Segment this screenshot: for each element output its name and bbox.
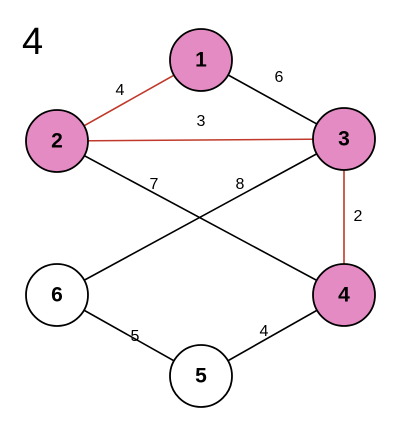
edge-2-3 bbox=[56, 138, 345, 142]
node-label-1: 1 bbox=[195, 49, 207, 72]
edge-weight-6-3: 8 bbox=[236, 176, 245, 193]
node-label-2: 2 bbox=[51, 130, 63, 153]
node-3: 3 bbox=[312, 107, 376, 171]
edge-labels-layer: 4 6 3 7 8 2 5 4 bbox=[116, 69, 363, 345]
nodes-layer: 1 2 3 4 5 6 bbox=[25, 28, 376, 408]
node-label-6: 6 bbox=[51, 284, 63, 307]
node-circle-5 bbox=[169, 344, 233, 408]
node-circle-2 bbox=[25, 109, 89, 173]
edge-weight-2-3: 3 bbox=[197, 113, 206, 130]
edge-weight-3-4: 2 bbox=[354, 208, 363, 225]
edge-weight-2-1: 4 bbox=[116, 82, 125, 99]
edge-weight-2-4: 7 bbox=[150, 176, 159, 193]
node-circle-3 bbox=[312, 107, 376, 171]
node-5: 5 bbox=[169, 344, 233, 408]
edge-weight-6-5: 5 bbox=[131, 328, 140, 345]
diagram-title: 4 bbox=[22, 21, 43, 63]
edge-6-3 bbox=[56, 138, 345, 296]
node-6: 6 bbox=[25, 263, 89, 327]
edges-layer bbox=[56, 59, 345, 377]
node-circle-1 bbox=[169, 28, 233, 92]
edge-weight-1-3: 6 bbox=[275, 69, 284, 86]
node-label-3: 3 bbox=[338, 128, 350, 151]
edge-2-4 bbox=[56, 140, 345, 296]
node-circle-6 bbox=[25, 263, 89, 327]
node-label-5: 5 bbox=[195, 365, 207, 388]
node-2: 2 bbox=[25, 109, 89, 173]
edge-weight-5-4: 4 bbox=[260, 323, 269, 340]
node-label-4: 4 bbox=[338, 284, 350, 307]
node-1: 1 bbox=[169, 28, 233, 92]
node-circle-4 bbox=[312, 263, 376, 327]
node-4: 4 bbox=[312, 263, 376, 327]
